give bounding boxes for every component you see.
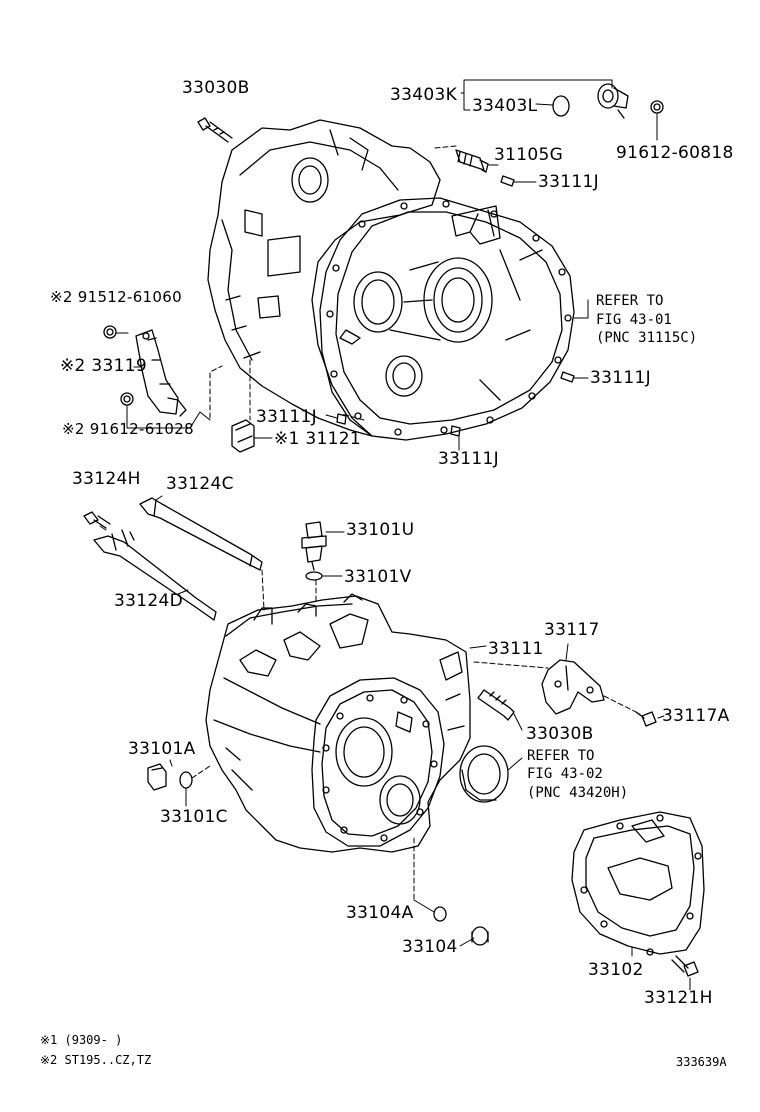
callout-91612-60818: 91612-60818 (616, 143, 734, 163)
bracket-33117 (542, 660, 604, 714)
pin-33111J-c (561, 372, 574, 382)
callout-33030B-mid: 33030B (526, 724, 594, 744)
refer1-line1: REFER TO (596, 293, 664, 309)
callout-91612-61028: ※2 91612-61028 (62, 420, 194, 438)
sensor-33101U (302, 522, 326, 570)
plug-31105G (456, 150, 488, 172)
callout-33102: 33102 (588, 960, 644, 980)
callout-31105G: 31105G (494, 145, 564, 165)
refer2-line1: REFER TO (527, 748, 595, 764)
callout-33101V: 33101V (344, 567, 412, 587)
sensor-33403K (598, 84, 628, 118)
o-ring-33403L (553, 96, 569, 116)
callout-33111J-a: 33111J (538, 172, 599, 192)
bolt-33121H (672, 956, 698, 976)
nut-91612-60818 (651, 101, 663, 113)
bolt-33030B-top (198, 118, 232, 142)
bracket-33119 (136, 330, 186, 416)
bolt-33124H (84, 512, 110, 528)
pin-33111J-a (501, 176, 514, 186)
footnote-2: ※2 ST195..CZ,TZ (40, 1053, 152, 1067)
callout-33104A: 33104A (346, 903, 414, 923)
washer-33101C (180, 772, 192, 788)
lower-leaders (100, 496, 690, 990)
rod-33124C (140, 498, 262, 570)
figure-id: 333639A (676, 1055, 727, 1069)
oil-seal-referred (460, 746, 508, 802)
callout-33111J-c: 33111J (590, 368, 651, 388)
callout-33030B-top: 33030B (182, 78, 250, 98)
callout-33121H: 33121H (644, 988, 713, 1008)
pin-33111J-b (337, 414, 346, 424)
callout-33124D: 33124D (114, 591, 183, 611)
transmission-case (206, 594, 470, 852)
cover-33102 (572, 812, 704, 955)
refer2-line2: FIG 43-02 (527, 766, 603, 782)
seal-33101A (148, 764, 166, 790)
bolt-33117A (636, 712, 656, 726)
callout-33403L: 33403L (472, 96, 538, 116)
refer1-line3: (PNC 31115C) (596, 330, 698, 346)
bolt-33030B-mid (478, 690, 514, 720)
callout-33117: 33117 (544, 620, 600, 640)
refer2-line3: (PNC 43420H) (527, 785, 629, 801)
gasket-33101V (306, 572, 322, 580)
cap-31121 (232, 420, 254, 452)
upper-leaders (117, 80, 657, 450)
nut-91612-61028 (121, 393, 133, 405)
callout-33117A: 33117A (662, 706, 730, 726)
callout-33101A: 33101A (128, 739, 196, 759)
callout-33101U: 33101U (346, 520, 415, 540)
gasket-33104A (434, 907, 446, 921)
refer1-line2: FIG 43-01 (596, 312, 672, 328)
callout-33101C: 33101C (160, 807, 228, 827)
callout-33111: 33111 (488, 639, 544, 659)
callout-33403K: 33403K (390, 85, 458, 105)
callout-91512-61060: ※2 91512-61060 (50, 288, 182, 306)
callout-31121: ※1 31121 (274, 429, 361, 449)
callout-33124H: 33124H (72, 469, 141, 489)
footnote-1: ※1 (9309- ) (40, 1033, 123, 1047)
rod-33124D (94, 530, 216, 620)
callout-33111J-b: 33111J (256, 407, 317, 427)
plug-33104 (472, 927, 488, 945)
callout-33104: 33104 (402, 937, 458, 957)
callout-33124C: 33124C (166, 474, 234, 494)
callout-33111J-d: 33111J (438, 449, 499, 469)
callout-33119: ※2 33119 (60, 356, 147, 376)
nut-91512-61060 (104, 326, 116, 338)
transaxle-case (208, 120, 574, 440)
